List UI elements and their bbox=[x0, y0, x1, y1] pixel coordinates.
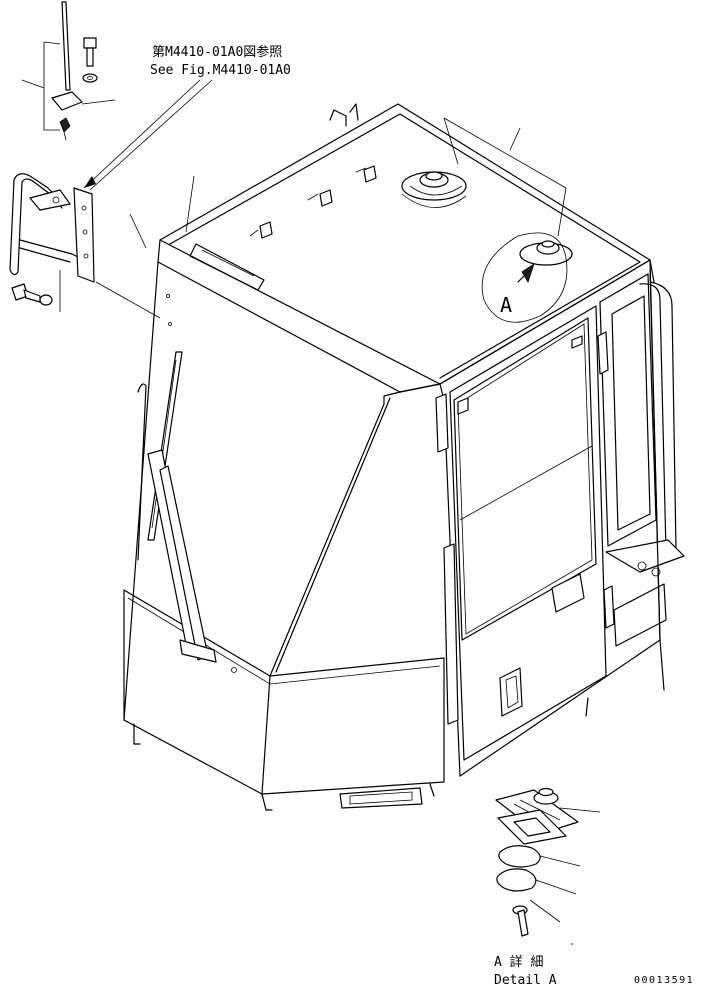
detail-a-parts bbox=[495, 787, 601, 945]
wiper-assembly bbox=[147, 351, 217, 663]
mirror-bracket-assembly bbox=[9, 1, 116, 312]
see-fig-label-jp: 第M4410-01A0図参照 bbox=[152, 44, 282, 60]
detail-a-marker: A bbox=[500, 293, 512, 317]
see-fig-label-en: See Fig.M4410-01A0 bbox=[150, 63, 291, 78]
leader-lines-left bbox=[95, 175, 195, 319]
detail-a-title-jp: A 詳 細 bbox=[494, 954, 543, 970]
see-figure-reference: 第M4410-01A0図参照 See Fig.M4410-01A0 bbox=[83, 44, 291, 191]
roof-vent-front bbox=[401, 171, 467, 208]
cab-body: A bbox=[123, 103, 655, 811]
detail-a-callout: A bbox=[481, 232, 568, 323]
detail-a-title-en: Detail A bbox=[494, 973, 557, 986]
roof-clips bbox=[249, 165, 377, 239]
roof-vent-rear bbox=[517, 240, 573, 283]
cab-door bbox=[435, 259, 685, 777]
drawing-number: 00013591 bbox=[634, 975, 694, 986]
